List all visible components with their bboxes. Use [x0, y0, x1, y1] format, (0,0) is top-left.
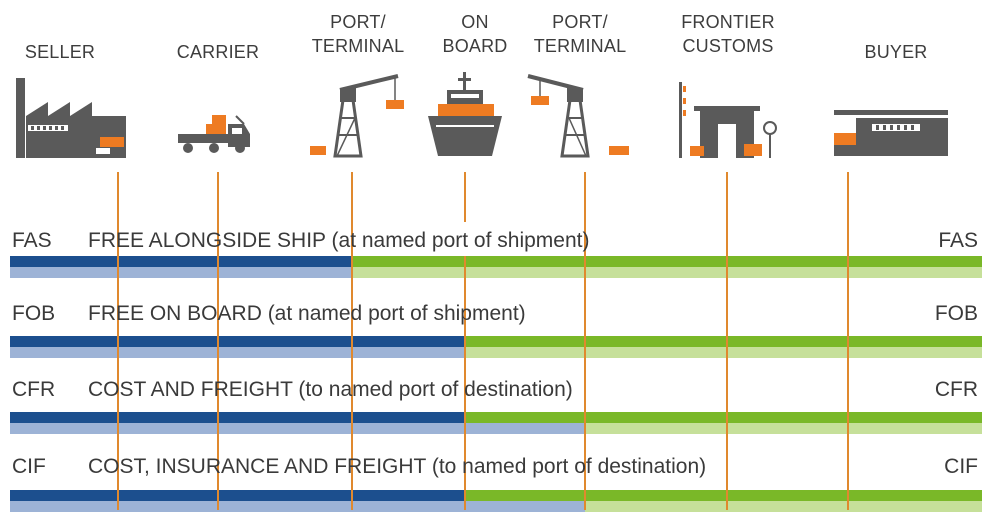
column-header-buyer: BUYER [864, 42, 928, 62]
term-abbr-cfr-right: CFR [934, 378, 978, 401]
column-header-port-destination: PORT/ TERMINAL [533, 12, 627, 56]
column-header-carrier: CARRIER [176, 42, 260, 62]
term-description-cif: COST, INSURANCE AND FREIGHT (to named po… [88, 455, 707, 478]
risk-bar-buyer-cif [585, 501, 982, 512]
cost-bar-buyer-cif [465, 490, 982, 501]
risk-bar-buyer-fas [352, 267, 982, 278]
cost-bar-buyer-fas [352, 256, 982, 267]
column-header-seller: SELLER [24, 42, 96, 62]
ship-icon [428, 72, 502, 156]
warehouse-icon [834, 110, 948, 156]
cost-bar-buyer-cfr [465, 412, 982, 423]
truck-icon [178, 115, 250, 153]
risk-bar-seller-cfr [10, 423, 585, 434]
term-description-fob: FREE ON BOARD (at named port of shipment… [88, 302, 526, 325]
term-abbr-fob-right: FOB [934, 302, 978, 325]
term-abbr-fas: FAS [12, 229, 52, 252]
term-abbr-fas-right: FAS [938, 229, 978, 252]
cost-bar-seller-cif [10, 490, 465, 501]
crane-origin-icon [310, 74, 404, 158]
risk-bar-seller-fob [10, 347, 465, 358]
column-dividers [117, 172, 849, 510]
term-abbr-cfr: CFR [12, 378, 56, 401]
cost-bar-seller-cfr [10, 412, 465, 423]
cost-bar-buyer-fob [465, 336, 982, 347]
column-header-port-origin: PORT/ TERMINAL [311, 12, 405, 56]
risk-bar-buyer-cfr [585, 423, 982, 434]
term-description-fas: FREE ALONGSIDE SHIP (at named port of sh… [88, 229, 590, 252]
column-header-frontier-customs: FRONTIER CUSTOMS [681, 12, 775, 56]
customs-building-icon [679, 82, 777, 158]
term-abbr-cif: CIF [12, 455, 46, 478]
risk-bar-seller-fas [10, 267, 352, 278]
risk-bar-buyer-fob [465, 347, 982, 358]
risk-bar-seller-cif [10, 501, 585, 512]
cost-bar-seller-fob [10, 336, 465, 347]
cost-bar-seller-fas [10, 256, 352, 267]
column-header-on-board: ON BOARD [442, 12, 508, 56]
term-abbr-cif-right: CIF [944, 455, 978, 478]
transfer-bars [10, 256, 982, 512]
factory-icon [16, 78, 126, 158]
term-abbr-fob: FOB [12, 302, 56, 325]
crane-destination-icon [527, 74, 629, 158]
term-description-cfr: COST AND FREIGHT (to named port of desti… [88, 378, 573, 401]
